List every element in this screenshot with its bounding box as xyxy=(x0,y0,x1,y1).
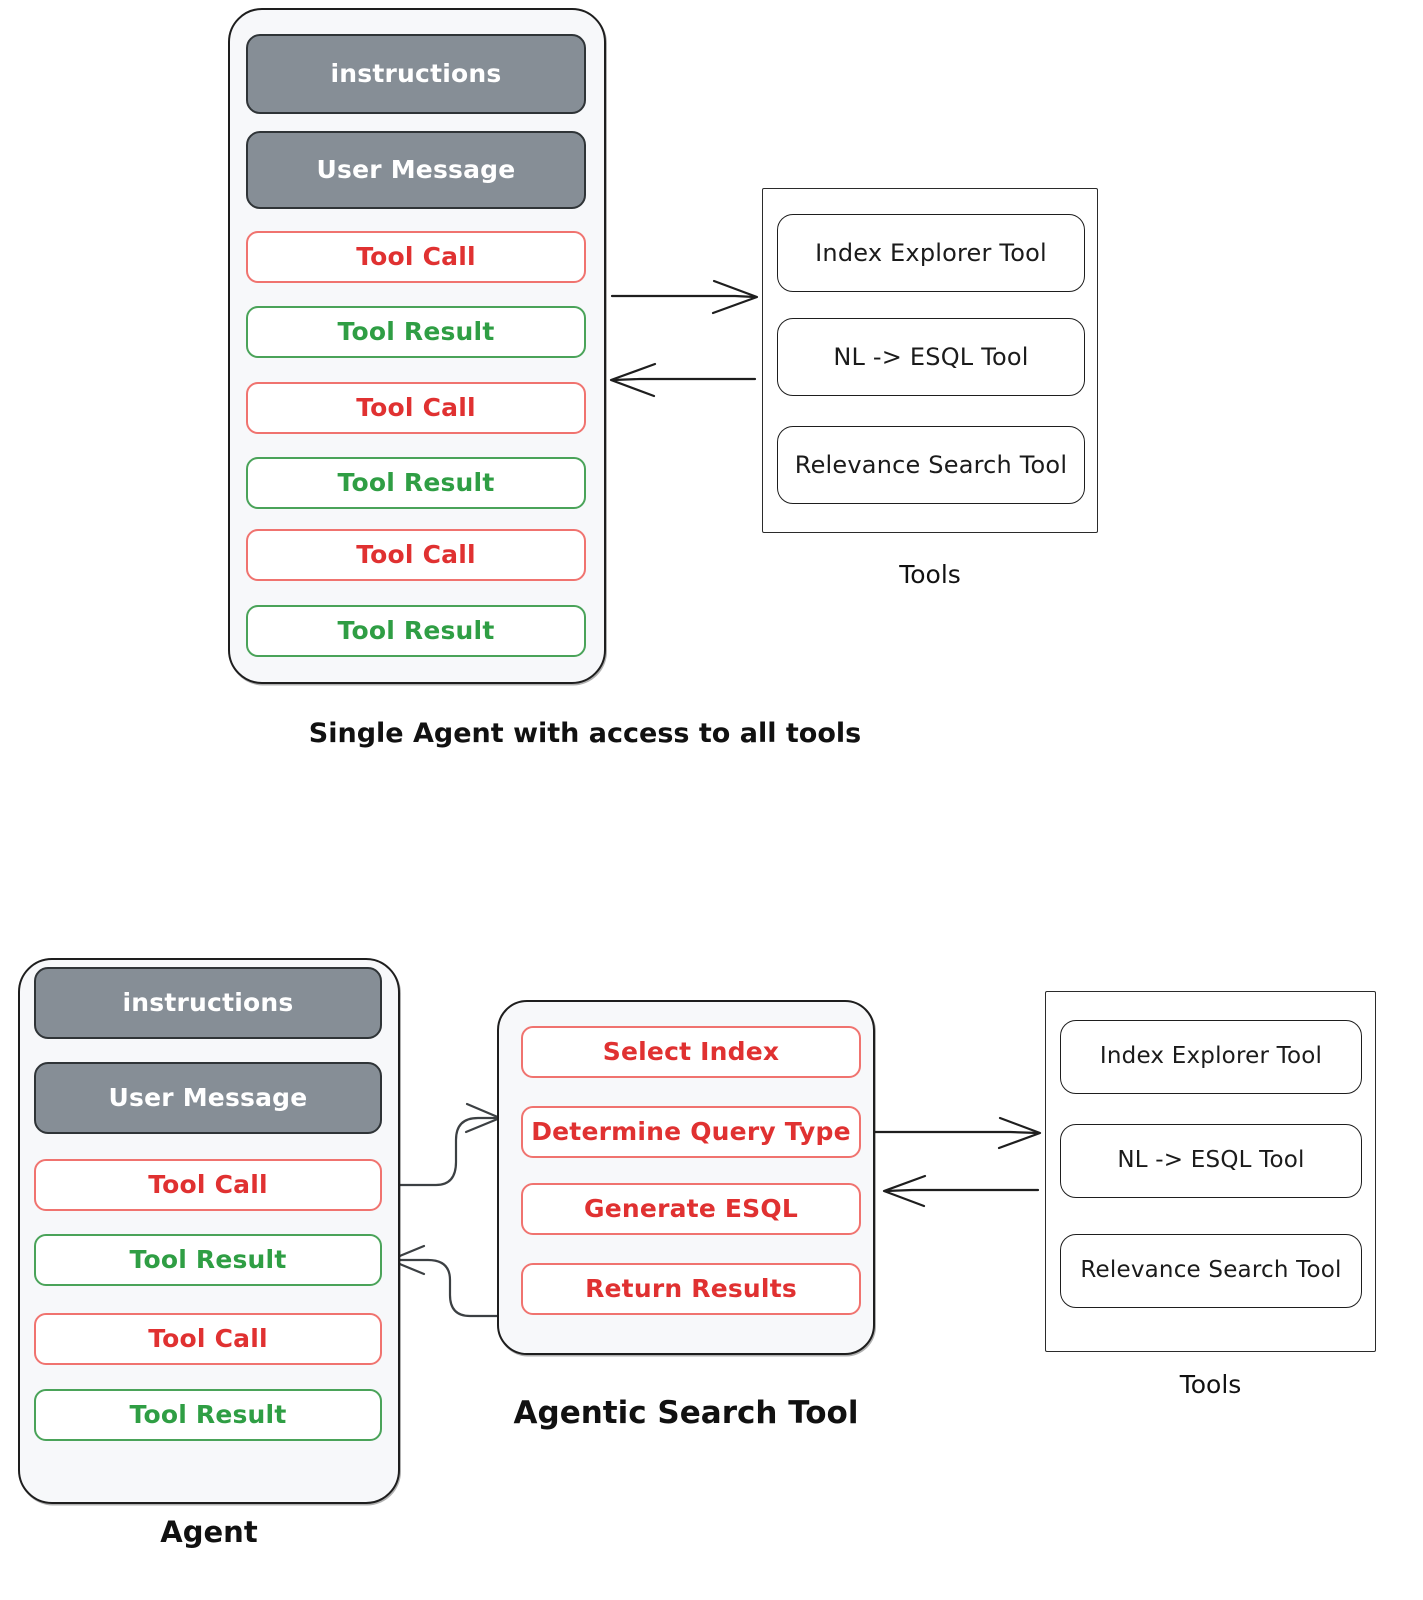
tools-to-agentic-search-arrow xyxy=(882,1174,1040,1208)
bottom-block-tool-result-2: Tool Result xyxy=(34,1389,382,1441)
agentic-step-determine-query-type: Determine Query Type xyxy=(521,1106,861,1158)
top-block-tool-call-1: Tool Call xyxy=(246,231,586,283)
bottom-block-instructions: instructions xyxy=(34,967,382,1039)
top-block-tool-call-2: Tool Call xyxy=(246,382,586,434)
top-tool-index-explorer: Index Explorer Tool xyxy=(777,214,1085,292)
bottom-tools-caption: Tools xyxy=(1179,1370,1242,1399)
tools-to-agent-arrow xyxy=(609,362,757,398)
top-block-tool-result-1: Tool Result xyxy=(246,306,586,358)
top-block-user-message: User Message xyxy=(246,131,586,209)
bottom-block-tool-call-1: Tool Call xyxy=(34,1159,382,1211)
bottom-tool-relevance-search: Relevance Search Tool xyxy=(1060,1234,1362,1308)
agentic-search-to-tools-arrow xyxy=(870,1116,1042,1150)
top-block-tool-call-3: Tool Call xyxy=(246,529,586,581)
top-block-instructions: instructions xyxy=(246,34,586,114)
bottom-agent-caption: Agent xyxy=(160,1515,258,1549)
top-tool-nl-to-esql: NL -> ESQL Tool xyxy=(777,318,1085,396)
top-tools-caption: Tools xyxy=(899,560,961,589)
agentic-search-tool-caption: Agentic Search Tool xyxy=(513,1395,859,1431)
agent-to-agentic-search-arrow xyxy=(391,1102,502,1187)
top-block-tool-result-2: Tool Result xyxy=(246,457,586,509)
bottom-block-tool-call-2: Tool Call xyxy=(34,1313,382,1365)
agentic-step-select-index: Select Index xyxy=(521,1026,861,1078)
bottom-block-tool-result-1: Tool Result xyxy=(34,1234,382,1286)
bottom-block-user-message: User Message xyxy=(34,1062,382,1134)
top-tool-relevance-search: Relevance Search Tool xyxy=(777,426,1085,504)
agentic-step-generate-esql: Generate ESQL xyxy=(521,1183,861,1235)
agentic-step-return-results: Return Results xyxy=(521,1263,861,1315)
top-section-caption: Single Agent with access to all tools xyxy=(308,718,862,749)
agent-to-tools-arrow xyxy=(610,279,759,315)
bottom-tool-index-explorer: Index Explorer Tool xyxy=(1060,1020,1362,1094)
agentic-search-to-agent-arrow xyxy=(388,1244,500,1318)
top-block-tool-result-3: Tool Result xyxy=(246,605,586,657)
bottom-tool-nl-to-esql: NL -> ESQL Tool xyxy=(1060,1124,1362,1198)
